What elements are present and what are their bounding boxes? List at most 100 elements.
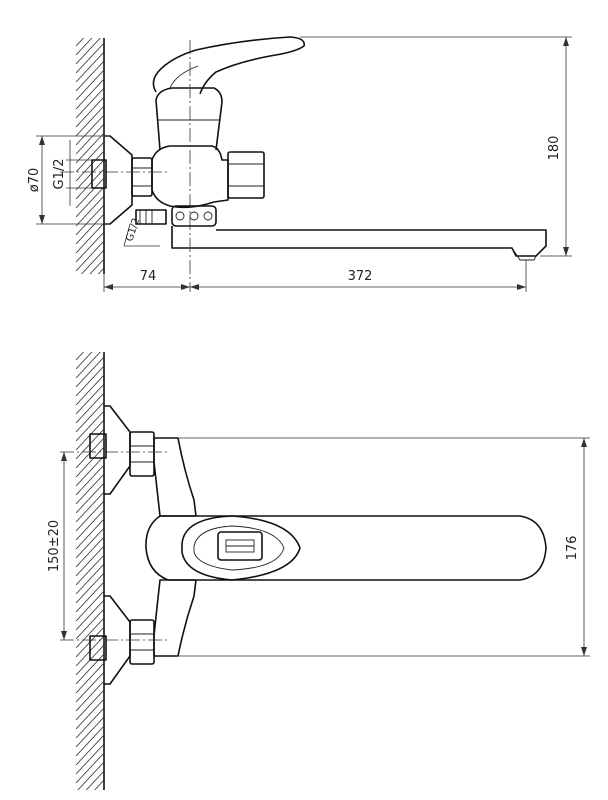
hatch-line [76, 277, 104, 307]
hatch-line [76, 734, 104, 766]
hatch-line [76, 410, 104, 442]
hatch-line [76, 352, 85, 361]
dimensions-front: 150±20 176 [47, 437, 590, 657]
hatch-line [76, 321, 104, 351]
hatch-line [76, 87, 104, 119]
spacing-dimension: 150±20 [47, 520, 62, 572]
hatch-line [76, 752, 104, 784]
hatch-line [94, 779, 104, 790]
hatch-line [76, 500, 104, 532]
escutcheon [104, 135, 133, 225]
hatch-line [76, 743, 104, 775]
hatch-line [76, 581, 104, 613]
handle-lever [152, 36, 306, 95]
hatch-line [76, 473, 104, 505]
hatch-line [76, 518, 104, 550]
hatch-line [76, 509, 104, 541]
hatch-line [76, 464, 104, 496]
hatch-line [76, 554, 104, 586]
wall-offset-dimension: 74 [140, 269, 157, 284]
upper-inlet [89, 433, 107, 459]
upper-nut [129, 431, 155, 477]
hatch-line [76, 563, 104, 595]
hatch-line [76, 671, 104, 703]
hatch-line [76, 114, 104, 146]
wall-hatch-top [76, 7, 105, 307]
hatch-line [76, 222, 104, 254]
hatch-line [76, 150, 104, 182]
lower-nut [129, 619, 155, 665]
hatch-line [76, 159, 104, 191]
front-body [153, 437, 197, 517]
height-dimension: 180 [547, 136, 562, 161]
hatch-line [76, 680, 104, 712]
upper-escutcheon [104, 405, 131, 495]
hatch-line [76, 38, 93, 56]
hatch-line [77, 761, 104, 790]
hatch-line [76, 608, 104, 640]
hatch-line [76, 123, 104, 155]
hatch-line [76, 707, 104, 739]
shower-thread-label: G1/2 [124, 217, 142, 243]
hatch-line [76, 204, 104, 236]
hatch-line [76, 455, 104, 487]
hatch-line [76, 590, 104, 622]
width-dimension: 176 [565, 536, 580, 561]
hatch-line [76, 42, 104, 74]
hatch-line [76, 662, 104, 694]
hatch-line [76, 213, 104, 245]
hex-connector [227, 151, 265, 199]
handle-logo [217, 531, 263, 561]
hatch-line [76, 352, 93, 370]
eccentric-nut [131, 157, 153, 197]
wall-hatch-bottom [76, 312, 104, 790]
hatch-line [76, 617, 104, 649]
hatch-line [76, 38, 101, 65]
thread-dimension: G1/2 [52, 159, 67, 190]
hatch-line [76, 78, 104, 110]
hatch-line [76, 312, 104, 342]
hatch-line [85, 770, 104, 790]
side-view [60, 7, 547, 307]
hatch-line [76, 536, 104, 568]
hatch-line [102, 788, 104, 790]
hatch-line [76, 491, 104, 523]
hatch-line [76, 374, 104, 406]
hatch-line [97, 267, 104, 274]
hatch-line [76, 60, 104, 92]
hatch-line [76, 653, 104, 685]
hatch-line [76, 716, 104, 748]
hatch-line [76, 545, 104, 577]
hatch-line [89, 258, 104, 274]
hatch-line [76, 38, 85, 47]
hatch-line [76, 356, 104, 388]
spout-swivel [171, 205, 217, 227]
front-view [60, 312, 547, 790]
hatch-line [76, 7, 104, 37]
hatch-line [76, 96, 104, 128]
hatch-line [76, 69, 104, 101]
hatch-line [76, 186, 104, 218]
hatch-line [76, 689, 104, 721]
hatch-line [76, 401, 104, 433]
spout-length-dimension: 372 [348, 269, 373, 284]
hatch-line [76, 482, 104, 514]
hatch-line [76, 51, 104, 83]
hatch-line [76, 392, 104, 424]
lower-inlet [89, 635, 107, 661]
hatch-line [76, 572, 104, 604]
hatch-line [76, 527, 104, 559]
hatch-line [76, 231, 104, 263]
hatch-line [76, 698, 104, 730]
hatch-line [76, 383, 104, 415]
spout [171, 226, 547, 257]
cartridge-column [155, 87, 223, 151]
hatch-line [76, 177, 104, 209]
dimensions-side: 180 74 372 ø70 G1/2 G1/2 [27, 36, 572, 292]
hatch-line [76, 352, 101, 379]
front-handle [145, 515, 547, 581]
hatch-line [76, 141, 104, 173]
hatch-line [81, 249, 104, 274]
hatch-line [76, 725, 104, 757]
